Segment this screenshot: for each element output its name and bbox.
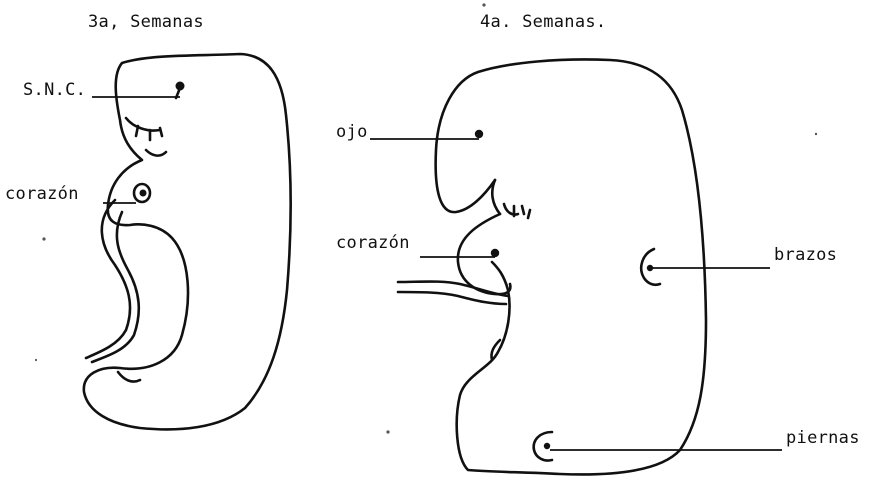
- label-heart-4-weeks: corazón: [336, 233, 410, 253]
- label-arms: brazos: [774, 245, 837, 265]
- title-3-weeks: 3a, Semanas: [88, 12, 204, 32]
- heart-4-weeks-dot: [491, 249, 499, 257]
- label-eye: ojo: [336, 122, 368, 142]
- label-heart-3-weeks: corazón: [5, 184, 79, 204]
- embryo-3-weeks-outline: [84, 54, 291, 429]
- eye-dot: [475, 130, 483, 138]
- yolk-stalk-inner: [92, 212, 139, 362]
- tail-mark: [118, 372, 140, 382]
- branchial-arch-marks: [492, 180, 530, 218]
- leg-bud-dot: [544, 443, 550, 449]
- heart-3-weeks-dot: [140, 190, 147, 197]
- embryo-4-weeks: [370, 60, 782, 475]
- umbilical-cord: [398, 282, 508, 305]
- yolk-stalk: [86, 200, 130, 358]
- embryo-3-weeks: [84, 54, 291, 429]
- title-4-weeks: 4a. Semanas.: [480, 12, 606, 32]
- embryo-4-weeks-outline: [436, 60, 706, 475]
- label-legs: piernas: [786, 428, 860, 448]
- heart-4-weeks-bulge: [458, 214, 511, 294]
- label-snc: S.N.C.: [23, 80, 86, 100]
